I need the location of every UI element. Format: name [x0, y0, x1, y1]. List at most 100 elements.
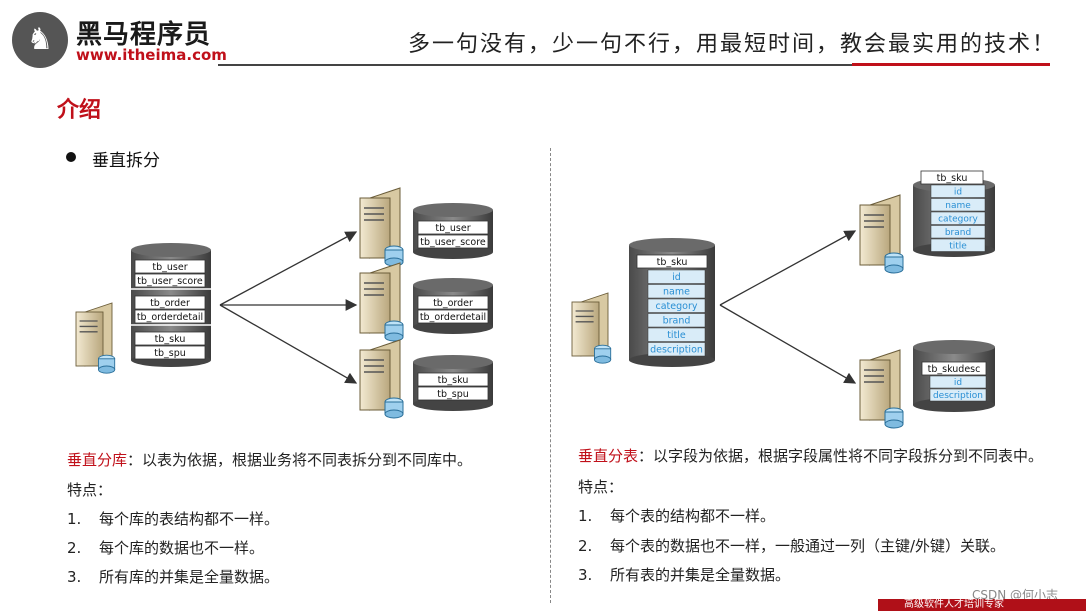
brand-url: www.itheima.com — [76, 46, 227, 64]
table-name-box — [134, 345, 206, 360]
right-feature-item: 2.每个表的数据也不一样，一般通过一列（主键/外键）关联。 — [578, 537, 1006, 555]
field-name: brand — [945, 228, 971, 238]
table-name: tb_user — [435, 223, 470, 234]
server-disk — [98, 365, 116, 374]
table-name-box — [134, 309, 206, 324]
table-name: tb_order — [433, 298, 473, 309]
table-name-box — [921, 361, 987, 376]
brand-logo-icon: ♞ — [12, 12, 68, 68]
left-feature-item: 1.每个库的表结构都不一样。 — [67, 510, 280, 528]
left-feature-item: 2.每个库的数据也不一样。 — [67, 539, 265, 557]
table-name: tb_orderdetail — [420, 312, 486, 323]
db-cylinder-top — [131, 243, 211, 257]
field-name: title — [949, 242, 967, 252]
arrow — [719, 304, 857, 384]
section-divider — [550, 148, 551, 603]
field-cell — [647, 298, 706, 313]
arrow — [219, 304, 358, 384]
arrow — [719, 230, 857, 306]
arrow — [219, 231, 358, 306]
field-cell — [930, 238, 986, 252]
server-icon — [859, 349, 904, 429]
watermark: CSDN @何小志 — [972, 588, 1059, 602]
field-cell — [647, 269, 706, 284]
slogan: 多一句没有，少一句不行，用最短时间，教会最实用的技术！ — [408, 32, 1057, 57]
db-cylinder-top — [413, 278, 493, 292]
field-cell — [647, 284, 706, 299]
field-name: brand — [663, 316, 691, 327]
table-name-box — [920, 170, 984, 185]
right-feature-item: 3.所有表的并集是全量数据。 — [578, 566, 791, 584]
db-cylinder-bottom — [413, 245, 493, 259]
left-feature-item: 3.所有库的并集是全量数据。 — [67, 568, 280, 586]
field-cell — [930, 198, 986, 212]
server-icon — [359, 262, 404, 342]
table-name: tb_spu — [437, 389, 469, 400]
bullet-heading: 垂直拆分 — [92, 151, 160, 171]
server-disk — [884, 419, 904, 429]
server-disk — [384, 409, 404, 419]
table-name-box — [417, 309, 489, 324]
table-name-box — [417, 372, 489, 387]
server-disk — [384, 332, 404, 342]
field-name: category — [938, 215, 978, 225]
table-name-box — [134, 295, 206, 310]
db-cylinder-bottom — [413, 320, 493, 334]
field-cell — [930, 184, 986, 198]
field-cell — [647, 327, 706, 342]
table-name: tb_user_score — [420, 237, 486, 248]
server-disk — [594, 355, 612, 364]
table-name: tb_user — [152, 262, 187, 273]
table-name-box — [417, 386, 489, 401]
table-name-box — [417, 220, 489, 235]
field-name: id — [954, 378, 962, 388]
table-name: tb_orderdetail — [137, 312, 203, 323]
left-desc-text: ：以表为依据，根据业务将不同表拆分到不同库中。 — [127, 451, 473, 469]
field-cell — [930, 211, 986, 225]
left-desc-title: 垂直分库 — [67, 451, 128, 469]
footer-banner: 高级软件人才培训专家 — [878, 599, 1086, 611]
field-name: category — [656, 301, 698, 312]
brand-name: 黑马程序员 — [76, 20, 212, 50]
server-disk — [884, 264, 904, 274]
right-desc-title: 垂直分表 — [578, 447, 639, 465]
field-cell — [930, 225, 986, 239]
right-desc-text: ：以字段为依据，根据字段属性将不同字段拆分到不同表中。 — [638, 447, 1044, 465]
db-cylinder-top — [913, 340, 995, 354]
table-name-box — [134, 259, 206, 274]
field-cell — [929, 375, 987, 389]
table-name-box — [134, 331, 206, 346]
table-name: tb_spu — [154, 348, 186, 359]
field-name: title — [667, 330, 686, 341]
table-name-box — [636, 254, 708, 269]
right-description: 垂直分表：以字段为依据，根据字段属性将不同字段拆分到不同表中。 — [578, 446, 1043, 466]
right-features-label: 特点： — [578, 478, 624, 496]
server-icon — [359, 187, 404, 267]
server-icon — [859, 194, 904, 274]
right-feature-item: 1.每个表的结构都不一样。 — [578, 507, 776, 525]
field-name: name — [663, 287, 690, 298]
table-name: tb_user_score — [137, 276, 203, 287]
table-name: tb_skudesc — [928, 364, 981, 375]
bullet-icon — [66, 152, 76, 162]
header-divider — [218, 64, 1050, 66]
field-name: id — [672, 272, 681, 283]
server-icon — [75, 302, 116, 374]
table-name-box — [417, 295, 489, 310]
db-cylinder-bottom — [629, 353, 715, 367]
field-cell — [647, 342, 706, 357]
header-divider-accent — [852, 63, 1050, 66]
field-name: description — [650, 345, 703, 356]
db-cylinder-bottom — [913, 398, 995, 412]
field-cell — [929, 388, 987, 402]
table-name: tb_sku — [937, 173, 968, 184]
server-icon — [359, 339, 404, 419]
left-description: 垂直分库：以表为依据，根据业务将不同表拆分到不同库中。 — [67, 450, 472, 470]
table-name: tb_order — [150, 298, 190, 309]
page-title: 介绍 — [57, 98, 102, 123]
field-name: name — [945, 201, 971, 211]
table-name-box — [134, 273, 206, 288]
table-name: tb_sku — [657, 257, 688, 268]
db-cylinder-top — [629, 238, 715, 252]
